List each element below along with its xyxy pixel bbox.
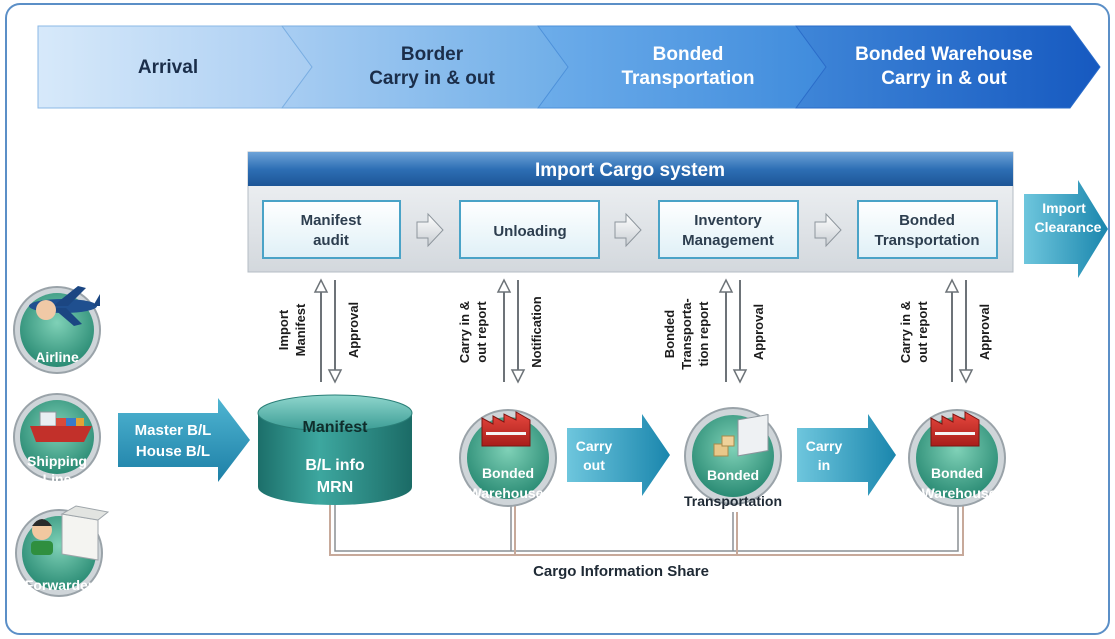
step-transport-line2: Transportation — [874, 232, 979, 249]
phase-transport-line1: Bonded — [653, 44, 724, 65]
phase-border: Border Carry in & out — [281, 25, 569, 109]
outer-frame — [5, 3, 1110, 635]
exchange-manifest: Import Manifest Approval — [276, 278, 361, 384]
node-bonded-warehouse-2: Bonded Warehouse — [908, 409, 1006, 507]
phase-warehouse-line2: Carry in & out — [881, 68, 1007, 89]
actor-shipping-line2: Line — [43, 471, 72, 487]
system-title-bar — [248, 152, 1013, 186]
exchange-bonded-transport: Carry in & out report Approval — [898, 278, 992, 384]
actor-forwarder-label: Forwarder — [25, 577, 94, 593]
phase-arrival-label: Arrival — [138, 57, 198, 78]
step-manifest-audit: Manifest audit — [262, 200, 401, 259]
actor-shipping-line: Shipping Line — [13, 393, 101, 487]
person-icon — [31, 519, 53, 555]
carry-out-line2: out — [583, 457, 605, 473]
phase-arrival: Arrival — [37, 25, 313, 109]
node-warehouse1-line1: Bonded — [482, 465, 534, 481]
cargo-info-share-lines — [329, 503, 964, 556]
phase-transport-line2: Transportation — [621, 68, 754, 89]
exchange-arrows: Import Manifest Approval Carry in & out … — [276, 278, 992, 384]
step-manifest-line1: Manifest — [301, 212, 362, 229]
exchange-up-label: out report — [915, 301, 930, 363]
exchange-up-label: tion report — [696, 301, 711, 367]
warehouse-icon — [481, 411, 531, 447]
cargo-info-share-label: Cargo Information Share — [533, 563, 709, 580]
step-transport-line1: Bonded — [899, 212, 955, 229]
exchange-up-label: Manifest — [293, 303, 308, 356]
warehouse-icon — [930, 411, 980, 447]
exchange-up-label: Import — [276, 309, 291, 350]
phase-border-line1: Border — [401, 44, 464, 65]
ship-icon — [30, 411, 92, 442]
exchange-down-label: Notification — [529, 296, 544, 368]
step-arrow-icon — [614, 212, 642, 248]
carry-in-line2: in — [818, 457, 830, 473]
manifest-db-title: Manifest — [303, 419, 369, 436]
manifest-database: Manifest B/L info MRN — [257, 394, 413, 505]
exchange-up-label: Carry in & — [457, 301, 472, 363]
bl-arrow-line2: House B/L — [136, 443, 210, 460]
node-warehouse1-line2: Warehouse — [469, 485, 544, 501]
phase-warehouse-line1: Bonded Warehouse — [855, 44, 1033, 65]
step-inventory-line1: Inventory — [694, 212, 762, 229]
carry-in-arrow: Carry in — [797, 414, 896, 496]
import-clearance-line1: Import — [1042, 200, 1086, 216]
phase-bonded-transportation: Bonded Transportation — [537, 25, 827, 109]
bl-arrow-line1: Master B/L — [135, 422, 212, 439]
step-bonded-transportation: Bonded Transportation — [857, 200, 998, 259]
import-clearance-arrow: Import Clearance — [1024, 180, 1108, 278]
exchange-up-label: out report — [474, 301, 489, 363]
import-cargo-system: Import Cargo system Manifest audit Unloa… — [247, 151, 1014, 273]
actor-shipping-line1: Shipping — [27, 453, 87, 469]
manifest-db-line1: B/L info — [305, 457, 364, 474]
node-warehouse2-line2: Warehouse — [922, 485, 997, 501]
exchange-down-label: Approval — [751, 304, 766, 360]
actor-airline-label: Airline — [35, 349, 79, 365]
phase-border-line2: Carry in & out — [369, 68, 495, 89]
carry-out-arrow: Carry out — [567, 414, 670, 496]
node-warehouse2-line1: Bonded — [931, 465, 983, 481]
system-title: Import Cargo system — [535, 160, 725, 181]
package-icon — [60, 505, 110, 561]
step-inventory-line2: Management — [682, 232, 774, 249]
import-clearance-line2: Clearance — [1035, 219, 1102, 235]
node-transport-line1: Bonded — [707, 467, 759, 483]
exchange-up-label: Carry in & — [898, 301, 913, 363]
truck-icon — [713, 413, 769, 457]
step-unloading: Unloading — [459, 200, 600, 259]
exchange-down-label: Approval — [346, 302, 361, 358]
step-unloading-label: Unloading — [493, 223, 566, 240]
exchange-unloading: Carry in & out report Notification — [457, 278, 544, 384]
carry-in-line1: Carry — [806, 438, 843, 454]
phase-bonded-warehouse: Bonded Warehouse Carry in & out — [795, 25, 1101, 109]
node-transport-line2: Transportation — [684, 493, 782, 509]
step-inventory-management: Inventory Management — [658, 200, 799, 259]
person-icon — [36, 300, 56, 320]
exchange-inventory: Bonded Transporta- tion report Approval — [662, 278, 766, 384]
exchange-up-label: Transporta- — [679, 298, 694, 370]
manifest-db-line2: MRN — [317, 479, 353, 496]
actor-airline: Airline — [13, 286, 101, 374]
actor-forwarder: Forwarder — [15, 505, 110, 597]
exchange-up-label: Bonded — [662, 310, 677, 358]
step-arrow-icon — [416, 212, 444, 248]
step-manifest-line2: audit — [313, 232, 349, 249]
bl-arrow: Master B/L House B/L — [118, 398, 250, 482]
step-arrow-icon — [814, 212, 842, 248]
exchange-down-label: Approval — [977, 304, 992, 360]
node-bonded-transportation: Bonded Transportation — [684, 407, 782, 509]
node-bonded-warehouse-1: Bonded Warehouse — [459, 409, 557, 507]
carry-out-line1: Carry — [576, 438, 613, 454]
